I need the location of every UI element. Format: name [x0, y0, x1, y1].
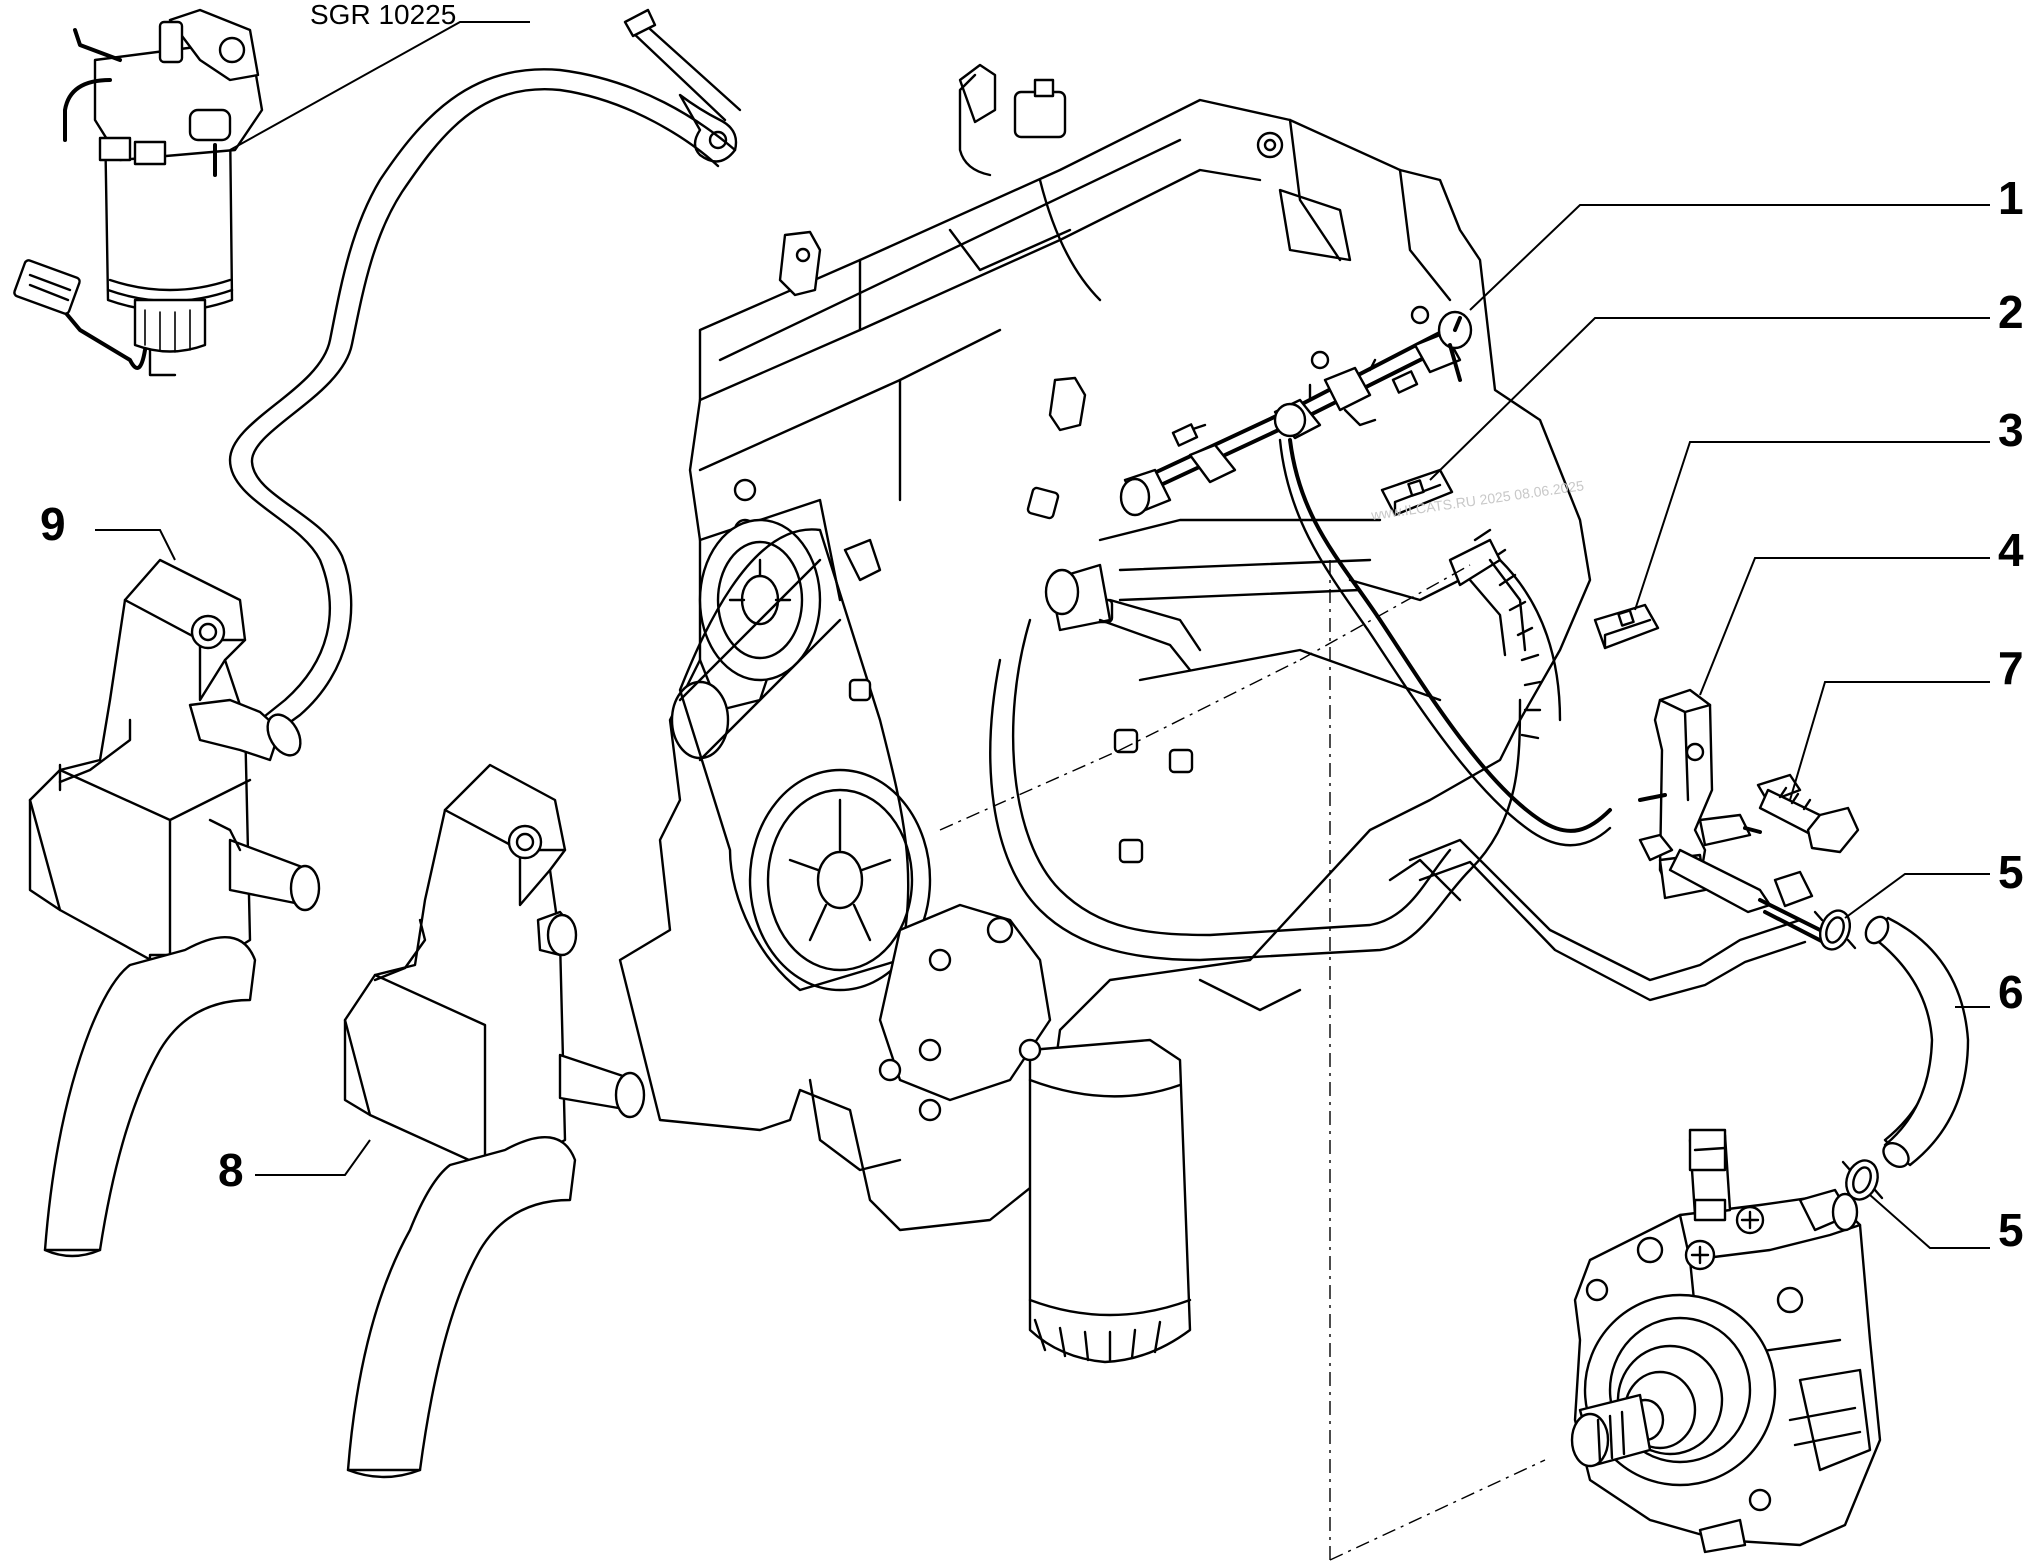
part-6-hose [1864, 915, 1970, 1169]
centerline-pump [1329, 1459, 1546, 1561]
callout-3: 3 [1998, 404, 2024, 456]
part-4-fitting [1638, 688, 1837, 950]
leader-3 [1634, 441, 1990, 611]
centerline-diagonal [939, 564, 1471, 831]
reference-code: SGR 10225 [310, 0, 456, 30]
leader-7 [1789, 681, 1990, 801]
leader-5a [1844, 873, 1990, 919]
fuel-filter-assembly [13, 8, 264, 377]
callout-9: 9 [40, 498, 66, 550]
callout-6: 6 [1998, 966, 2024, 1018]
leader-9 [95, 529, 176, 561]
leader-5b [1869, 1194, 1990, 1249]
callout-4: 4 [1998, 524, 2024, 576]
high-pressure-pump [1570, 1128, 1882, 1554]
callout-2: 2 [1998, 286, 2024, 338]
part-5-clamp-lower [1841, 1159, 1884, 1201]
leader-2 [1429, 317, 1990, 481]
leader-8 [255, 1139, 371, 1176]
leader-sgr [229, 21, 530, 151]
part-1-fuel-rail [1119, 305, 1612, 847]
part-3-clip [1593, 603, 1660, 650]
part-9-bracket [28, 558, 321, 1258]
part-5-clamp-upper [1813, 909, 1857, 951]
callout-1: 1 [1998, 172, 2024, 224]
callout-7: 7 [1998, 642, 2024, 694]
leader-4 [1699, 557, 1990, 696]
part-2-clip [1380, 468, 1454, 517]
part-8-bracket [343, 763, 646, 1479]
callout-5a: 5 [1998, 846, 2024, 898]
fuel-line-upper [228, 8, 742, 730]
callout-8: 8 [218, 1144, 244, 1196]
part-7-bolt [1756, 773, 1860, 854]
callout-5b: 5 [1998, 1204, 2024, 1256]
leader-1 [1469, 204, 1990, 311]
engine-block [618, 63, 1807, 1364]
